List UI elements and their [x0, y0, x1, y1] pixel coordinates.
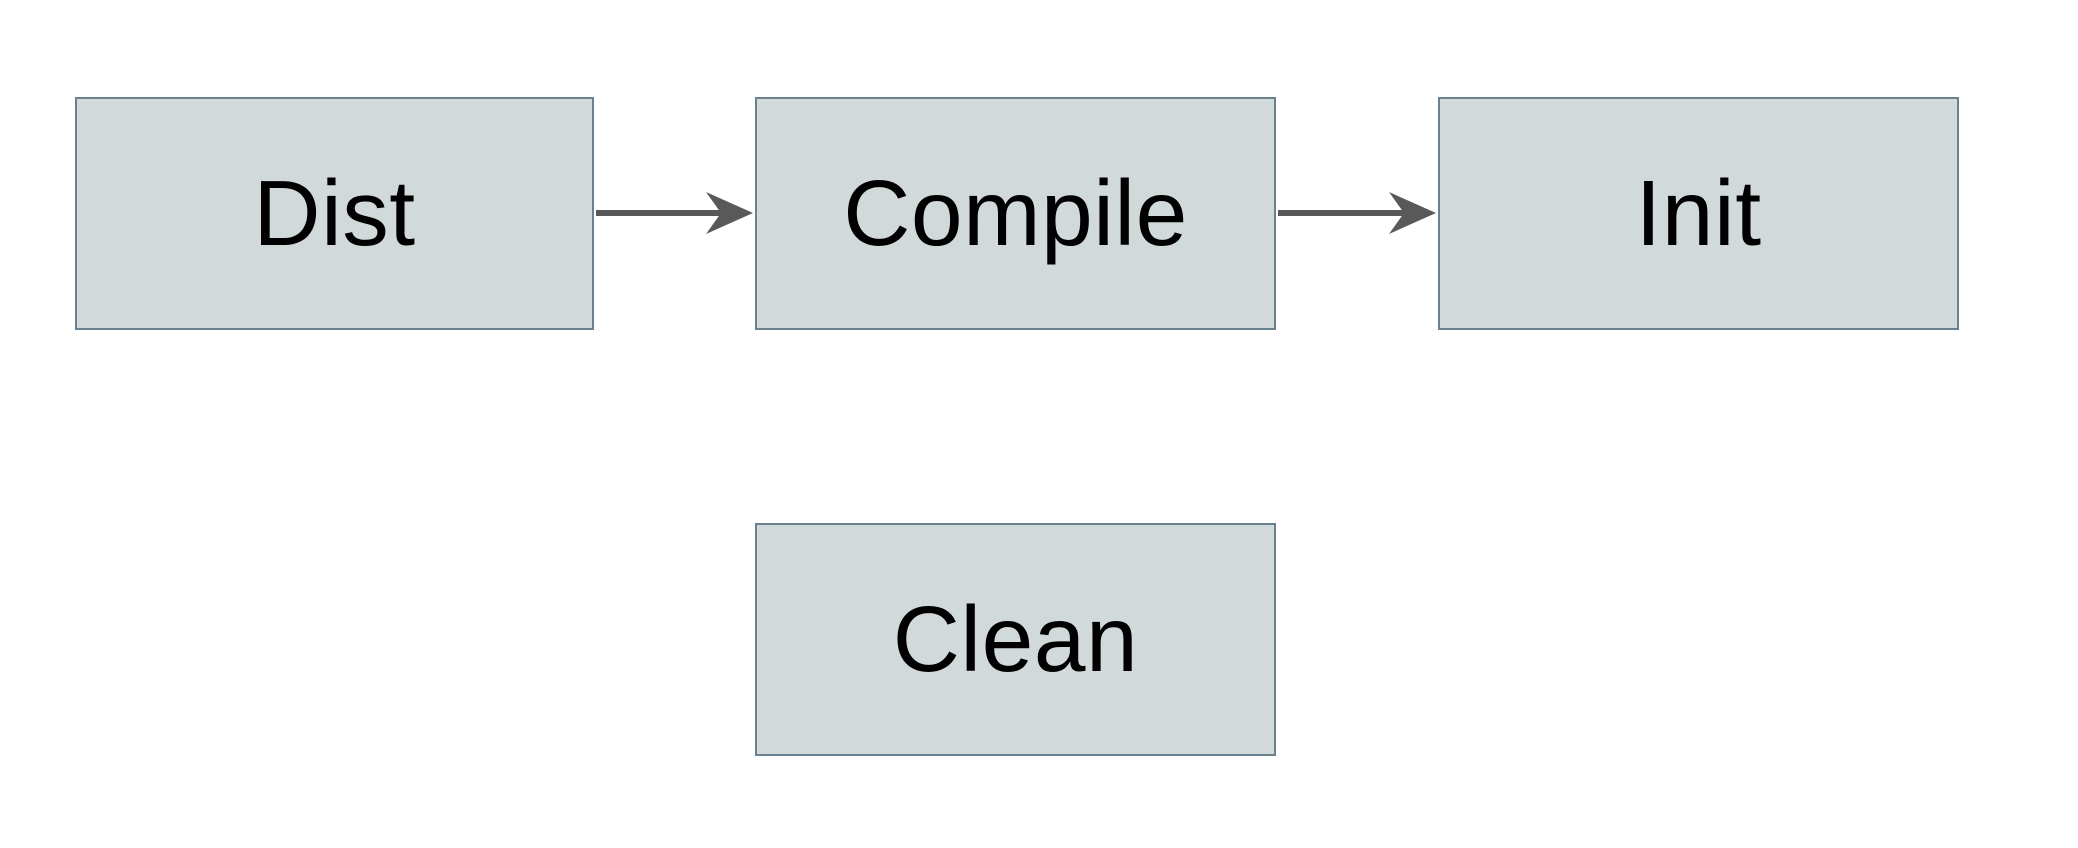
arrow-compile-to-init-head: [1389, 192, 1436, 234]
node-dist-label: Dist: [253, 161, 416, 265]
arrow-dist-to-compile: [596, 192, 753, 234]
node-compile: Compile: [755, 97, 1276, 330]
node-compile-label: Compile: [843, 161, 1188, 265]
node-dist: Dist: [75, 97, 594, 330]
node-clean-label: Clean: [892, 587, 1139, 691]
node-init-label: Init: [1635, 161, 1762, 265]
node-init: Init: [1438, 97, 1959, 330]
arrow-compile-to-init: [1278, 192, 1436, 234]
arrow-dist-to-compile-head: [706, 192, 753, 234]
node-clean: Clean: [755, 523, 1276, 756]
